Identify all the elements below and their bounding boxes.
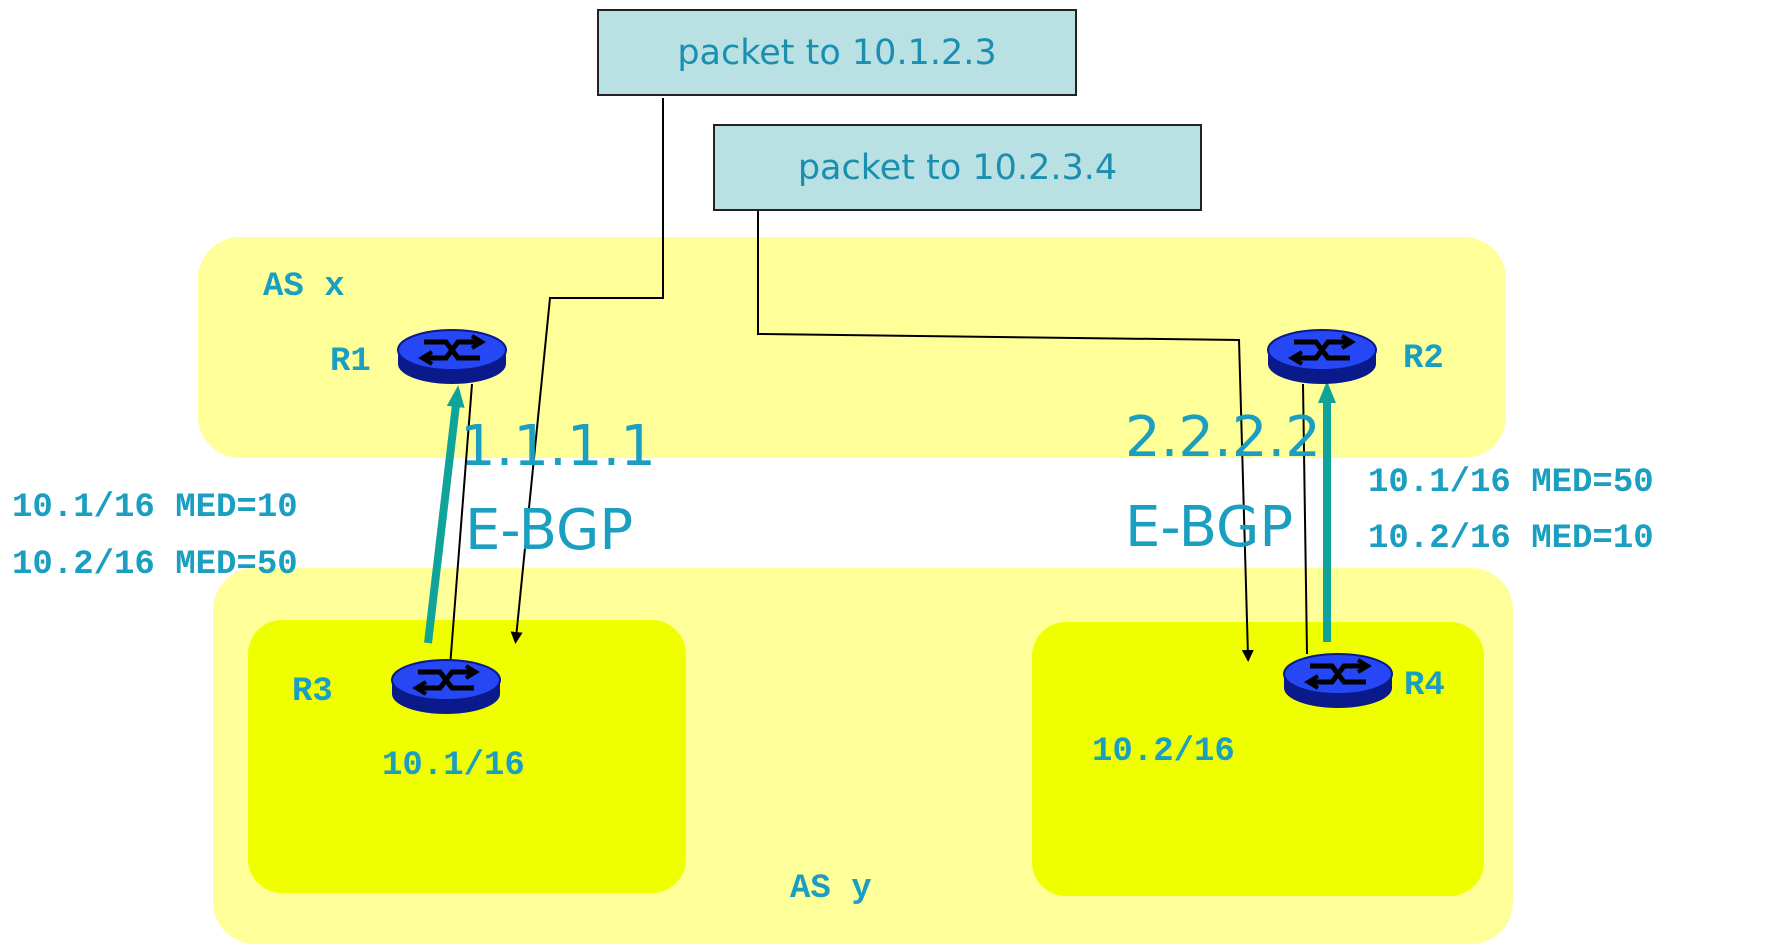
prefix-label-right: 10.2/16 (1092, 733, 1235, 771)
prefix-label-left: 10.1/16 (382, 747, 525, 785)
packet-label-1: packet to 10.1.2.3 (597, 9, 1077, 96)
advert-right-line-1: 10.1/16 MED=50 (1368, 464, 1654, 502)
advert-left-line-2: 10.2/16 MED=50 (12, 546, 298, 584)
router-icon (1284, 654, 1392, 708)
as-y-right-subnet (1032, 622, 1484, 896)
link-r2-r4 (1302, 383, 1308, 655)
advert-left-line-1: 10.1/16 MED=10 (12, 489, 298, 527)
as-x-label: AS x (263, 268, 345, 306)
packet-path-2 (757, 211, 1254, 662)
router-label-r2: R2 (1403, 340, 1444, 378)
as-y-label: AS y (790, 870, 872, 908)
router-icon (398, 330, 506, 384)
link-ip-left: 1.1.1.1 (460, 414, 656, 479)
router-label-r1: R1 (330, 343, 371, 381)
link-r1-r3 (449, 383, 473, 668)
packet-label-2-text: packet to 10.2.3.4 (797, 147, 1118, 188)
router-label-r3: R3 (292, 673, 333, 711)
advert-arrow-r3-r1 (424, 385, 465, 644)
router-icon (1268, 330, 1376, 384)
advert-right-line-2: 10.2/16 MED=10 (1368, 520, 1654, 558)
packet-path-1 (510, 98, 664, 644)
link-type-left: E-BGP (465, 498, 634, 563)
packet-label-1-text: packet to 10.1.2.3 (677, 32, 997, 73)
router-label-r4: R4 (1404, 667, 1445, 705)
packet-label-2: packet to 10.2.3.4 (713, 124, 1202, 211)
link-type-right: E-BGP (1125, 495, 1294, 560)
router-icon (392, 660, 500, 714)
link-ip-right: 2.2.2.2 (1125, 405, 1321, 470)
